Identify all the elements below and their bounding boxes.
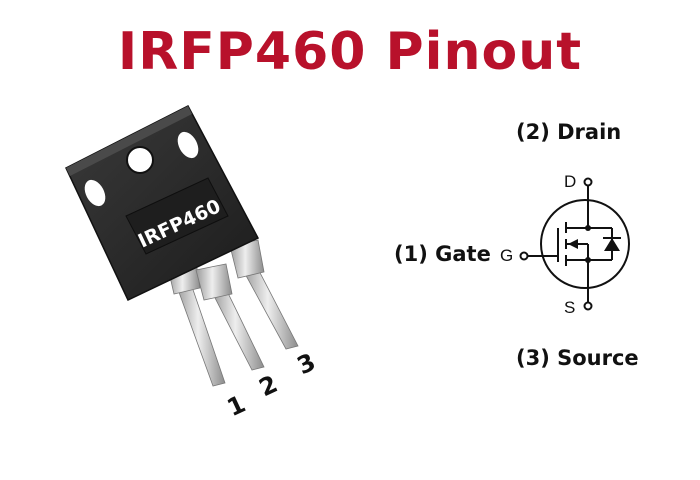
channel-arrow: [568, 239, 578, 249]
source-terminal: [583, 301, 593, 311]
package-body: [65, 104, 260, 302]
gate-label: (1) Gate: [394, 242, 491, 266]
drain-label: (2) Drain: [516, 120, 622, 144]
gate-letter: G: [500, 246, 514, 265]
gate-terminal: [519, 251, 529, 261]
page-title: IRFP460 Pinout: [117, 22, 583, 82]
lead-2: [195, 263, 265, 371]
drain-letter: D: [564, 172, 577, 191]
source-label: (3) Source: [516, 346, 639, 370]
symbol-circle: [540, 199, 630, 289]
mosfet-symbol: [519, 177, 630, 311]
source-letter: S: [564, 298, 576, 317]
mounting-hole: [126, 146, 154, 174]
lead-3: [229, 239, 299, 350]
body-diode: [604, 238, 620, 251]
drain-terminal: [583, 177, 593, 187]
